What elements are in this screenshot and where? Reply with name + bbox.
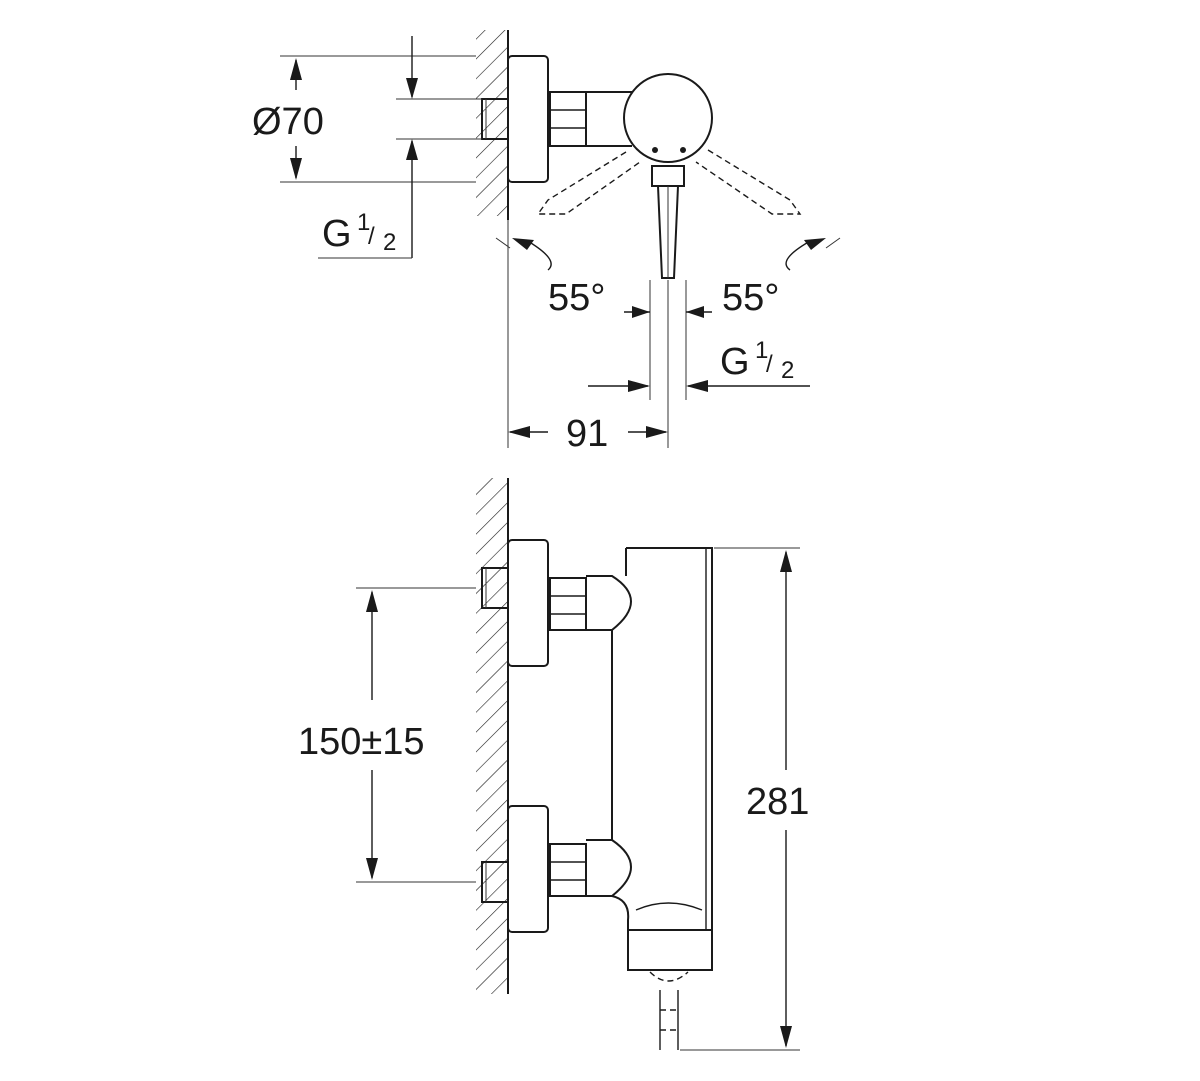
height-label: 281: [746, 781, 809, 823]
hex-nut-top: [549, 91, 587, 147]
wall-hatch-front: [476, 478, 508, 994]
angle-left-label: 55°: [548, 277, 605, 319]
outlet-front: [649, 971, 689, 1050]
thread-label-left: G 1 / 2: [322, 209, 396, 256]
depth-label: 91: [566, 413, 608, 455]
upper-hex-nut: [549, 577, 587, 631]
lower-hex-nut: [549, 843, 587, 897]
thread-label-right: G 1 / 2: [720, 337, 794, 384]
mixer-body-round: [623, 73, 713, 163]
svg-text:2: 2: [383, 229, 396, 256]
upper-rosette: [507, 539, 549, 667]
inlet-stub-top: [481, 98, 509, 140]
diameter-label: Ø70: [252, 101, 324, 143]
lower-inlet-stub: [481, 861, 509, 903]
svg-text:1: 1: [357, 209, 370, 236]
lower-rosette: [507, 805, 549, 933]
svg-text:G: G: [720, 341, 750, 383]
svg-text:1: 1: [755, 337, 768, 364]
svg-text:/: /: [766, 351, 773, 378]
wall-rosette-top: [507, 55, 549, 183]
svg-text:G: G: [322, 213, 352, 255]
mixer-body-front: [611, 547, 713, 971]
svg-text:/: /: [368, 223, 375, 250]
top-view: Ø70 G 1 / 2 55° 55°: [252, 30, 841, 455]
upper-inlet-stub: [481, 567, 509, 609]
lever-swing-right: [695, 149, 802, 215]
svg-text:2: 2: [781, 357, 794, 384]
front-view: 150±15 281: [298, 478, 809, 1051]
outlet-stem-top: [651, 165, 685, 187]
wall-hatch-top: [476, 30, 508, 216]
angle-right-label: 55°: [722, 277, 779, 319]
lever-swing-left: [536, 151, 641, 215]
center-distance-label: 150±15: [298, 721, 425, 763]
